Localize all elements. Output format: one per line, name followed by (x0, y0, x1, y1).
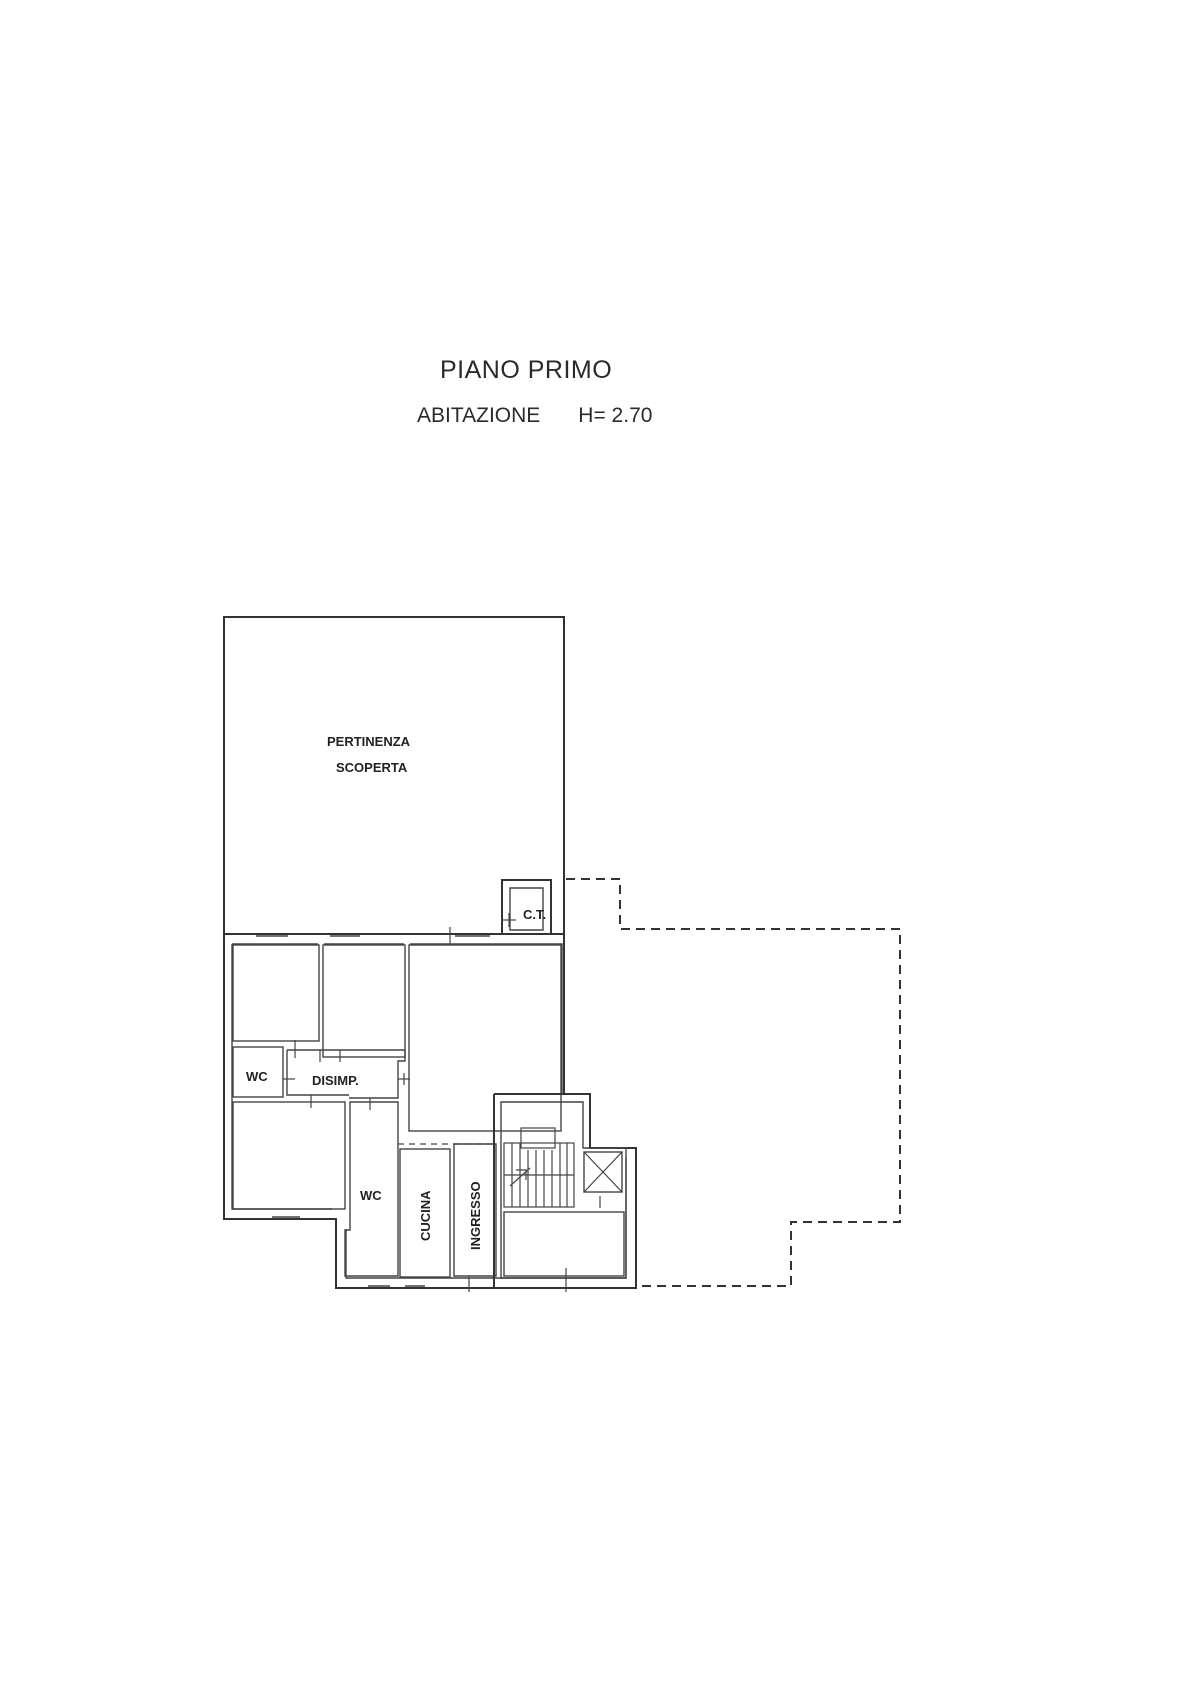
stair-well (520, 1127, 556, 1149)
wc-large-walls (344, 1101, 399, 1277)
stair-landing (503, 1211, 625, 1277)
stair-core-walls (493, 1093, 591, 1288)
elevator-shaft (583, 1151, 623, 1193)
label-cucina: CUCINA (418, 1190, 433, 1241)
bedroom-2-walls (322, 944, 406, 1058)
pertinenza-scoperta-outline (223, 616, 565, 935)
ct-room-walls (509, 887, 544, 931)
cucina-walls (399, 1148, 451, 1278)
stair-core-inner (500, 1101, 627, 1279)
label-pertinenza-1: PERTINENZA (327, 734, 411, 749)
label-ct: C.T. (523, 907, 546, 922)
subtitle-height: H= 2.70 (578, 404, 653, 427)
door-ticks (283, 913, 601, 1292)
living-room-walls (408, 944, 562, 1132)
subtitle-abitazione: ABITAZIONE (417, 404, 541, 427)
bedroom-3-walls (232, 1101, 346, 1210)
label-wc-small: WC (246, 1069, 268, 1084)
stair-treads (504, 1143, 574, 1207)
stair-arrow (509, 1167, 531, 1187)
wc-small-walls (232, 1046, 284, 1098)
disimp-walls (286, 1049, 406, 1099)
elevator-cross (583, 1151, 623, 1193)
label-ingresso: INGRESSO (468, 1181, 483, 1250)
plan-subtitle: ABITAZIONE H= 2.70 (417, 404, 652, 428)
ingresso-walls (453, 1143, 497, 1277)
label-wc-large: WC (360, 1188, 382, 1203)
building-inner-wall (231, 943, 627, 1279)
plan-title: PIANO PRIMO (440, 356, 613, 384)
terrace-dashed-outline (566, 878, 901, 1287)
label-pertinenza-2: SCOPERTA (336, 760, 408, 775)
bedroom-1-walls (232, 944, 320, 1042)
window-marks (256, 935, 490, 1287)
label-disimp: DISIMP. (312, 1073, 359, 1088)
